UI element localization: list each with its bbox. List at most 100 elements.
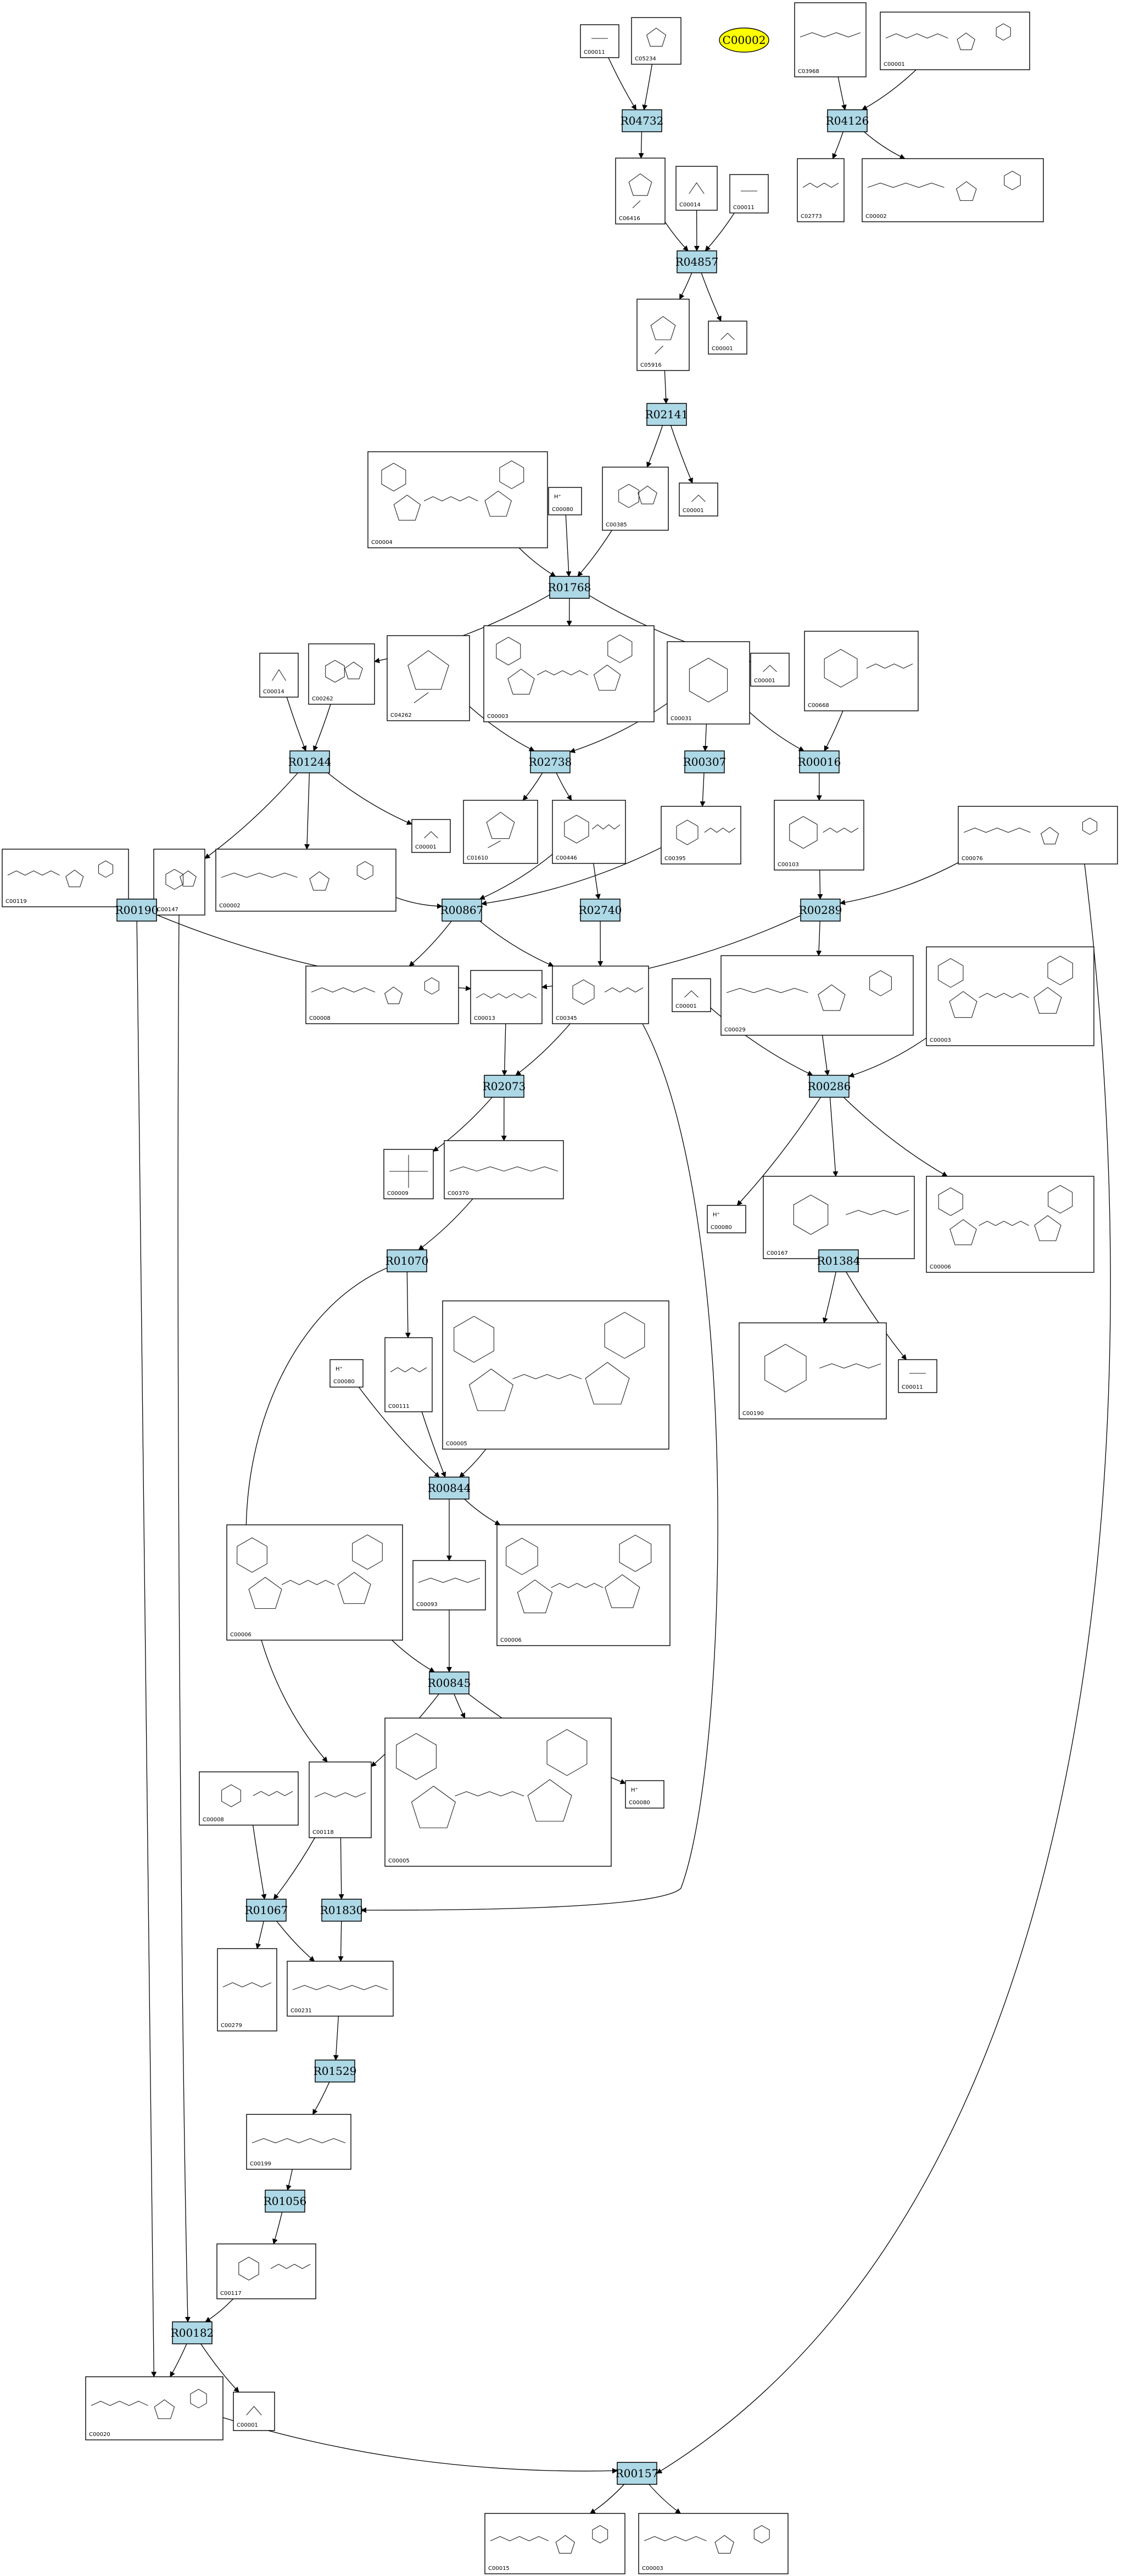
compound-c011b[interactable]: C00011	[729, 174, 769, 214]
compound-c119[interactable]: C00119	[2, 849, 129, 907]
reaction-r02740[interactable]: R02740	[579, 899, 622, 922]
compound-c345[interactable]: C00345	[552, 966, 649, 1024]
compound-c013[interactable]: C00013	[470, 970, 543, 1024]
reaction-r00845[interactable]: R00845	[428, 1671, 471, 1694]
compound-box[interactable]	[287, 1961, 394, 2017]
compound-box[interactable]	[862, 158, 1044, 222]
compound-box[interactable]	[602, 467, 669, 531]
reaction-box[interactable]	[172, 2321, 213, 2344]
compound-c446[interactable]: C00446	[552, 800, 626, 864]
compound-c190[interactable]: C00190	[739, 1322, 887, 1419]
compound-box[interactable]	[707, 1205, 746, 1233]
reaction-r04857[interactable]: R04857	[675, 250, 719, 273]
reaction-box[interactable]	[646, 403, 687, 426]
compound-box[interactable]	[552, 966, 649, 1024]
compound-c009[interactable]: C00009	[383, 1149, 434, 1199]
compound-c020[interactable]: C00020	[85, 2376, 224, 2440]
compound-c015[interactable]: C00015	[484, 2513, 625, 2574]
compound-box[interactable]	[305, 966, 459, 1024]
reaction-r02141[interactable]: R02141	[645, 403, 689, 426]
compound-c029[interactable]: C00029	[720, 955, 914, 1036]
compound-box[interactable]	[661, 806, 741, 865]
compound-box[interactable]	[233, 2392, 275, 2431]
compound-box[interactable]	[804, 631, 919, 711]
compound-c004[interactable]: C00004	[367, 451, 548, 548]
compound-box[interactable]	[636, 299, 690, 371]
reaction-r01070[interactable]: R01070	[385, 1249, 429, 1272]
compound-c668[interactable]: C00668	[804, 631, 919, 711]
reaction-box[interactable]	[549, 576, 590, 599]
reaction-box[interactable]	[429, 1671, 470, 1694]
reaction-box[interactable]	[809, 1075, 850, 1098]
reaction-box[interactable]	[800, 899, 841, 922]
compound-box[interactable]	[750, 653, 790, 687]
compound-box[interactable]	[763, 1176, 915, 1259]
compound-c968[interactable]: C03968	[794, 2, 867, 77]
compound-c001e[interactable]: C00001	[411, 819, 451, 853]
compound-box[interactable]	[216, 2243, 316, 2299]
compound-c6416[interactable]: C06416	[615, 158, 666, 225]
compound-c008a[interactable]: C00008	[305, 966, 459, 1024]
compound-box[interactable]	[667, 641, 750, 725]
compound-box[interactable]	[199, 1771, 299, 1826]
reaction-r01384[interactable]: R01384	[817, 1249, 861, 1272]
reaction-r01056[interactable]: R01056	[264, 2190, 307, 2213]
compound-box[interactable]	[387, 635, 470, 721]
compound-box[interactable]	[794, 2, 867, 77]
compound-box[interactable]	[442, 1300, 669, 1450]
reaction-box[interactable]	[484, 1075, 524, 1098]
reaction-r01067[interactable]: R01067	[245, 1899, 288, 1922]
compound-c001g[interactable]: C00001	[233, 2392, 275, 2431]
compound-box[interactable]	[226, 1524, 403, 1641]
compound-c093[interactable]: C00093	[412, 1560, 486, 1610]
compound-box[interactable]	[708, 321, 747, 355]
compound-c199[interactable]: C00199	[246, 2114, 351, 2170]
reaction-r00286[interactable]: R00286	[808, 1075, 851, 1098]
compound-c0234[interactable]: C05234	[631, 17, 681, 65]
reaction-r01244[interactable]: R01244	[288, 750, 332, 773]
compound-box[interactable]	[631, 17, 681, 65]
reaction-r02073[interactable]: R02073	[483, 1075, 526, 1098]
reaction-r01830[interactable]: R01830	[320, 1899, 364, 1922]
reaction-box[interactable]	[799, 750, 840, 773]
reaction-box[interactable]	[530, 750, 571, 773]
compound-c111[interactable]: C00111	[384, 1337, 433, 1412]
compound-box[interactable]	[797, 158, 845, 222]
compound-box[interactable]	[470, 970, 543, 1024]
compound-box[interactable]	[615, 158, 666, 225]
reaction-box[interactable]	[289, 750, 330, 773]
compound-c003b[interactable]: C00003	[926, 946, 1094, 1046]
compound-box[interactable]	[484, 2513, 625, 2574]
compound-box[interactable]	[309, 1761, 372, 1838]
compound-box[interactable]	[729, 174, 769, 214]
reaction-r00016[interactable]: R00016	[798, 750, 841, 773]
compound-c147[interactable]: C00147	[153, 849, 205, 916]
compound-box[interactable]	[672, 978, 711, 1012]
compound-box[interactable]	[329, 1359, 364, 1388]
compound-box[interactable]	[496, 1524, 671, 1646]
reaction-box[interactable]	[580, 899, 621, 922]
compound-c006c[interactable]: C00006	[496, 1524, 671, 1646]
compound-c167[interactable]: C00167	[763, 1176, 915, 1259]
compound-box[interactable]	[679, 482, 718, 517]
compound-c5916[interactable]: C05916	[636, 299, 690, 371]
reaction-box[interactable]	[116, 899, 157, 922]
compound-c262[interactable]: C00262	[308, 643, 375, 705]
compound-c103[interactable]: C00103	[774, 800, 864, 871]
compound-c003a[interactable]: C00003	[483, 625, 655, 722]
compound-box[interactable]	[384, 1337, 433, 1412]
compound-box[interactable]	[308, 643, 375, 705]
compound-c031[interactable]: C00031	[667, 641, 750, 725]
reaction-box[interactable]	[684, 750, 725, 773]
compound-box[interactable]	[580, 24, 619, 58]
reaction-r04732[interactable]: R04732	[621, 109, 664, 132]
compound-c117[interactable]: C00117	[216, 2243, 316, 2299]
reaction-r00844[interactable]: R00844	[428, 1477, 471, 1500]
reaction-box[interactable]	[622, 109, 662, 132]
compound-c003c[interactable]: C00003	[638, 2513, 789, 2574]
reaction-box[interactable]	[321, 1899, 362, 1922]
